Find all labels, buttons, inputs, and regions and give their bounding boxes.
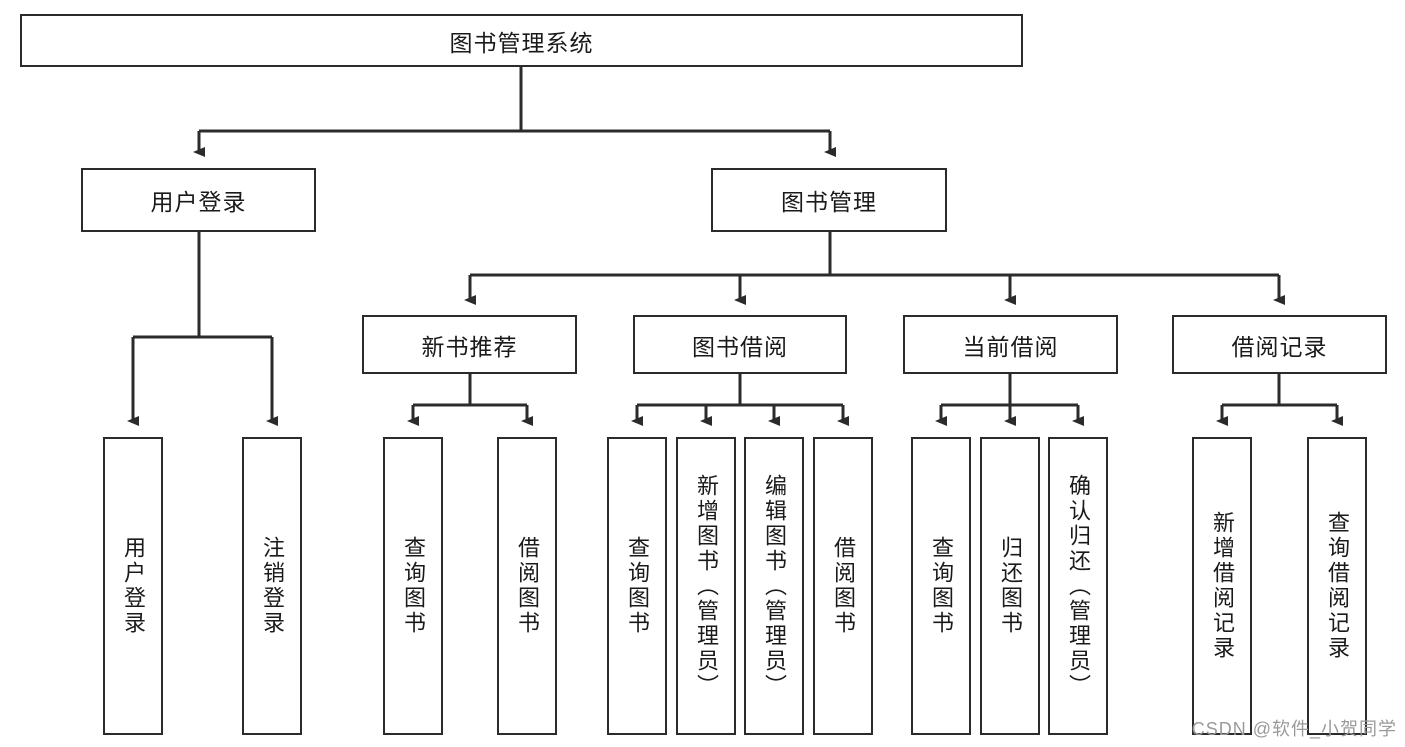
- node-label: 图书管理: [781, 189, 877, 215]
- node-label: 当前借阅: [962, 333, 1059, 360]
- node-leaf-user-login[interactable]: 用户登录: [103, 437, 163, 735]
- node-label: 归还图书: [997, 536, 1023, 636]
- node-label: 图书借阅: [692, 333, 788, 360]
- node-label: 用户登录: [150, 189, 247, 215]
- node-label: 新书推荐: [421, 333, 518, 360]
- node-leaf-query-book-borrow[interactable]: 查询图书: [607, 437, 667, 735]
- node-label: 图书管理系统: [449, 29, 594, 56]
- node-label: 借阅图书: [830, 536, 856, 636]
- node-label: 编辑图书（管理员）: [761, 473, 787, 699]
- node-current-borrow[interactable]: 当前借阅: [903, 315, 1118, 374]
- node-leaf-add-borrow-record[interactable]: 新增借阅记录: [1192, 437, 1252, 735]
- node-label: 查询图书: [400, 536, 426, 636]
- node-leaf-return-book[interactable]: 归还图书: [980, 437, 1040, 735]
- node-book-management[interactable]: 图书管理: [711, 168, 947, 232]
- node-leaf-borrow-book[interactable]: 借阅图书: [813, 437, 873, 735]
- node-label: 注销登录: [259, 536, 285, 636]
- node-label: 查询借阅记录: [1324, 511, 1350, 661]
- node-user-login[interactable]: 用户登录: [81, 168, 316, 232]
- node-root-book-management-system[interactable]: 图书管理系统: [20, 14, 1023, 67]
- node-leaf-query-book-current[interactable]: 查询图书: [911, 437, 971, 735]
- node-leaf-confirm-return-admin[interactable]: 确认归还（管理员）: [1048, 437, 1108, 735]
- node-label: 借阅图书: [514, 536, 540, 636]
- node-leaf-query-book-recommend[interactable]: 查询图书: [383, 437, 443, 735]
- node-new-book-recommend[interactable]: 新书推荐: [362, 315, 577, 374]
- node-leaf-add-book-admin[interactable]: 新增图书（管理员）: [676, 437, 736, 735]
- node-leaf-borrow-book-recommend[interactable]: 借阅图书: [497, 437, 557, 735]
- node-leaf-edit-book-admin[interactable]: 编辑图书（管理员）: [744, 437, 804, 735]
- node-leaf-logout-login[interactable]: 注销登录: [242, 437, 302, 735]
- node-label: 新增图书（管理员）: [693, 473, 719, 699]
- node-borrow-record[interactable]: 借阅记录: [1172, 315, 1387, 374]
- node-leaf-query-borrow-record[interactable]: 查询借阅记录: [1307, 437, 1367, 735]
- node-label: 查询图书: [624, 536, 650, 636]
- node-label: 查询图书: [928, 536, 954, 636]
- node-label: 新增借阅记录: [1209, 511, 1235, 661]
- node-label: 确认归还（管理员）: [1065, 473, 1091, 699]
- node-label: 借阅记录: [1231, 333, 1328, 360]
- node-label: 用户登录: [120, 536, 146, 636]
- node-book-borrow[interactable]: 图书借阅: [633, 315, 847, 374]
